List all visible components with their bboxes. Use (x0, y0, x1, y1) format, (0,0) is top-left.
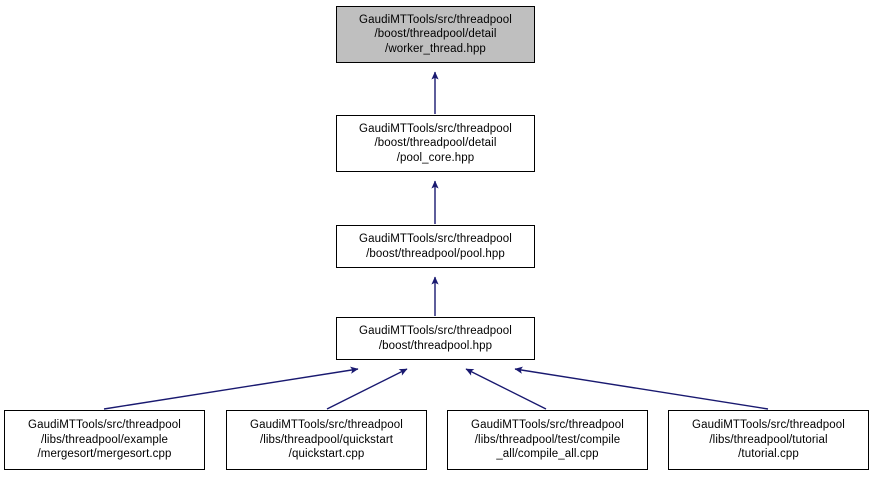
node-line: /libs/threadpool/example (40, 433, 169, 446)
node-line: GaudiMTTools/src/threadpool (359, 233, 512, 245)
pool-hpp-node[interactable]: GaudiMTTools/src/threadpool /boost/threa… (336, 225, 535, 268)
node-line: /libs/threadpool/quickstart (259, 433, 394, 446)
compile-all-cpp-node[interactable]: GaudiMTTools/src/threadpool /libs/thread… (447, 410, 648, 470)
node-line: /pool_core.hpp (396, 151, 475, 164)
edge-tutorial-to-threadpool (514, 366, 769, 410)
node-line: GaudiMTTools/src/threadpool (471, 419, 624, 432)
threadpool-hpp-node[interactable]: GaudiMTTools/src/threadpool /boost/threa… (336, 317, 535, 360)
mergesort-cpp-node[interactable]: GaudiMTTools/src/threadpool /libs/thread… (4, 410, 205, 470)
quickstart-cpp-node[interactable]: GaudiMTTools/src/threadpool /libs/thread… (226, 410, 427, 470)
pool-core-hpp-node[interactable]: GaudiMTTools/src/threadpool /boost/threa… (336, 115, 535, 172)
node-line: GaudiMTTools/src/threadpool (359, 13, 512, 26)
node-line: /mergesort/mergesort.cpp (37, 448, 172, 461)
node-line: _all/compile_all.cpp (496, 448, 599, 461)
edge-compile-all-to-threadpool (465, 368, 547, 410)
node-line: /worker_thread.hpp (385, 42, 486, 55)
edge-mergesort-to-threadpool (103, 366, 359, 410)
tutorial-cpp-node[interactable]: GaudiMTTools/src/threadpool /libs/thread… (668, 410, 869, 470)
node-line: GaudiMTTools/src/threadpool (359, 122, 512, 135)
worker-thread-hpp-node[interactable]: GaudiMTTools/src/threadpool /boost/threa… (336, 6, 535, 63)
node-line: /libs/threadpool/tutorial (709, 433, 828, 446)
node-line: /boost/threadpool/pool.hpp (366, 247, 505, 260)
edge-quickstart-to-threadpool (326, 368, 408, 410)
node-line: GaudiMTTools/src/threadpool (692, 419, 845, 432)
node-line: /tutorial.cpp (738, 448, 799, 461)
node-line: GaudiMTTools/src/threadpool (28, 419, 181, 432)
node-line: /boost/threadpool/detail (374, 137, 497, 150)
node-line: /boost/threadpool/detail (374, 28, 497, 41)
node-line: GaudiMTTools/src/threadpool (250, 419, 403, 432)
node-line: /quickstart.cpp (288, 448, 365, 461)
node-line: GaudiMTTools/src/threadpool (359, 325, 512, 337)
node-line: /boost/threadpool.hpp (378, 339, 493, 352)
node-line: /libs/threadpool/test/compile (474, 433, 621, 446)
